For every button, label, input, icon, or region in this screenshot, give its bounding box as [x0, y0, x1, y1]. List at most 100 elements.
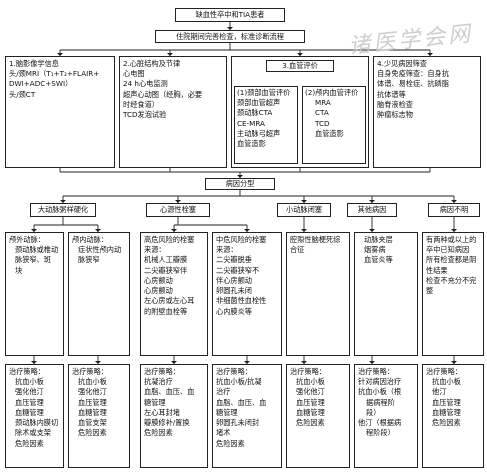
brain-line: DWI+ADC+SWI）	[9, 79, 73, 89]
tx-line: 抗血小板	[296, 377, 325, 387]
tx-line: 瓣膜修补/置换	[144, 418, 190, 428]
tx-line: 治疗策略：	[144, 367, 180, 376]
tx-line: 强化他汀	[15, 387, 44, 397]
tx-line: 血压管理	[296, 397, 325, 407]
ce-high-risk-treatment: 治疗策略： 抗凝治疗 血脂、血压、血 糖管理 左心耳封堵 瓣膜修补/置换 危险因…	[140, 364, 208, 468]
tx-line: 血糖管理	[15, 407, 44, 417]
laa-extracranial-treatment: 治疗策略： 抗血小板 强化他汀 血压管理 血糖管理 颈动脉内膜切 除术或支架 危…	[5, 364, 64, 468]
category-label: 心源性栓塞	[160, 205, 196, 214]
extracranial-line: 颈动脉CTA	[237, 108, 273, 118]
category-large-artery: 大动脉粥样硬化	[30, 203, 96, 217]
desc-line: 心房颤动	[144, 286, 173, 296]
tx-line: 血糖管理	[296, 407, 325, 417]
tx-line: 他汀	[432, 387, 447, 397]
extracranial-title: (1)颈部血管评价	[237, 88, 291, 97]
heart-box: 2.心脏结构及节律 心电图 24 h心电监测 超声心动图（经胸，必要 时经食道）…	[119, 56, 227, 168]
intracranial-line: MRA	[315, 98, 331, 108]
desc-line: 心房颤动	[144, 275, 173, 285]
rare-cause-box: 4.少见病因筛查 自身免疫筛查：自身抗 体谱、易栓症、抗磷脂 抗体谱等 脑脊液检…	[373, 56, 481, 168]
desc-line: 卒中已知病因	[426, 245, 470, 255]
rare-line: 抗体谱等	[377, 89, 406, 99]
tx-line: 糖管理	[144, 397, 166, 407]
desc-line: 高危风险的栓塞	[144, 235, 195, 244]
brain-imaging-title: 1.脑影像学信息	[9, 59, 59, 68]
desc-line: 块	[15, 265, 23, 275]
extracranial-line: 颈部血管超声	[237, 98, 281, 108]
tx-line: 治疗策略：	[9, 367, 45, 376]
desc-line: 检查不充分不完	[426, 275, 477, 285]
tx-line: 卵圆孔未闭封	[216, 418, 260, 428]
heart-line: TCD发泡试验	[123, 110, 167, 120]
tx-line: 危险因素	[432, 418, 461, 428]
tx-line: 危险因素	[15, 438, 44, 448]
desc-line: 非细菌性血栓性	[216, 296, 267, 306]
extracranial-line: 主动脉弓超声	[237, 128, 281, 138]
category-small-artery: 小动脉闭塞	[277, 203, 331, 217]
desc-line: 机械人工瓣膜	[144, 255, 188, 265]
ce-medium-risk-treatment: 治疗策略： 抗血小板/抗凝 治疗 血脂、血压、血 糖管理 卵圆孔未闭封 堵术 危…	[212, 364, 282, 468]
tx-line: 抗凝治疗	[144, 377, 173, 387]
tx-line: 针对病因治疗	[358, 377, 402, 387]
tx-line: 血管支架	[78, 418, 107, 428]
tx-line: 血脂、血压、血	[216, 397, 267, 407]
desc-line: 中危风险的栓塞	[216, 235, 267, 244]
desc-line: 动脉夹层	[364, 235, 393, 244]
patient-label: 缺血性卒中和TIA患者	[195, 10, 265, 19]
desc-line: 来源：	[144, 245, 166, 255]
undetermined-desc: 有两种或以上的 卒中已知病因 所有检查都是阴 性结果 检查不充分不完 整	[422, 232, 484, 356]
desc-line: 所有检查都是阴	[426, 255, 477, 265]
tx-line: 治疗策略：	[216, 367, 252, 376]
desc-line: 脉狭窄	[78, 255, 100, 265]
tx-line: 血压管理	[78, 397, 107, 407]
heart-line: 24 h心电监测	[123, 79, 168, 89]
intracranial-line: CTA	[315, 108, 329, 118]
category-other: 其他病因	[347, 203, 397, 217]
classification-box: 病因分型	[205, 178, 275, 190]
tx-line: 血糖管理	[432, 407, 461, 417]
tx-line: 据病程阶	[366, 397, 395, 407]
vessel-title-box: 3.血管评价	[266, 60, 334, 72]
desc-line: 脉狭窄、斑	[15, 255, 51, 265]
tx-line: 程阶段）	[366, 428, 395, 438]
desc-line: 来源：	[216, 245, 238, 255]
desc-line: 合征	[290, 245, 305, 255]
desc-line: 有两种或以上的	[426, 235, 477, 244]
tx-line: 段）	[366, 407, 381, 417]
laa-extracranial-desc: 颅外动脉： 颈动脉或椎动 脉狭窄、斑 块	[5, 232, 64, 356]
tx-line: 危险因素	[216, 438, 245, 448]
category-label: 大动脉粥样硬化	[37, 205, 89, 214]
tx-line: 左心耳封堵	[144, 407, 180, 417]
heart-line: 超声心动图（经胸，必要	[123, 89, 203, 99]
tx-line: 强化他汀	[296, 387, 325, 397]
tx-line: 治疗策略：	[72, 367, 108, 376]
tx-line: 危险因素	[144, 428, 173, 438]
ce-medium-risk-desc: 中危风险的栓塞 来源： 二尖瓣脱垂 二尖瓣狭窄不 伴心房颤动 卵圆孔未闭 非细菌…	[212, 232, 282, 356]
rare-line: 自身免疫筛查：自身抗	[377, 69, 449, 79]
tx-line: 治疗策略：	[358, 367, 394, 376]
brain-line: 头/颈CT	[9, 89, 36, 99]
brain-imaging-box: 1.脑影像学信息 头/颈MRI（T₁+T₂+FLAIR+ DWI+ADC+SWI…	[5, 56, 115, 168]
desc-line: 心内膜炎等	[216, 306, 252, 316]
tx-line: 治疗策略：	[426, 367, 462, 376]
rare-line: 肿瘤标志物	[377, 110, 413, 120]
workup-label: 住院期间完善检查，标准诊断流程	[176, 32, 284, 41]
category-label: 病因不明	[439, 205, 469, 214]
other-cause-desc: 动脉夹层 烟雾病 血管炎等	[354, 232, 418, 356]
tx-line: 血糖管理	[78, 407, 107, 417]
brain-line: 头/颈MRI（T₁+T₂+FLAIR+	[9, 69, 100, 79]
tx-line: 抗血小板/抗凝	[216, 377, 262, 387]
desc-line: 二尖瓣狭窄伴	[144, 265, 188, 275]
intracranial-vessel-box: (2)颅内血管评价 MRA CTA TCD 血管造影	[302, 86, 366, 164]
desc-line: 烟雾病	[364, 245, 386, 255]
tx-line: 颈动脉内膜切	[15, 418, 59, 428]
extracranial-line: 血管造影	[237, 139, 266, 149]
classification-label: 病因分型	[225, 179, 255, 188]
desc-line: 的附壁血栓等	[144, 306, 188, 316]
tx-line: 危险因素	[296, 418, 325, 428]
tx-line: 抗血小板（根	[358, 387, 402, 397]
category-label: 小动脉闭塞	[286, 205, 322, 214]
intracranial-title: (2)颅内血管评价	[305, 88, 359, 97]
tx-line: 他汀（根据病	[358, 418, 402, 428]
tx-line: 除术或支架	[15, 428, 51, 438]
